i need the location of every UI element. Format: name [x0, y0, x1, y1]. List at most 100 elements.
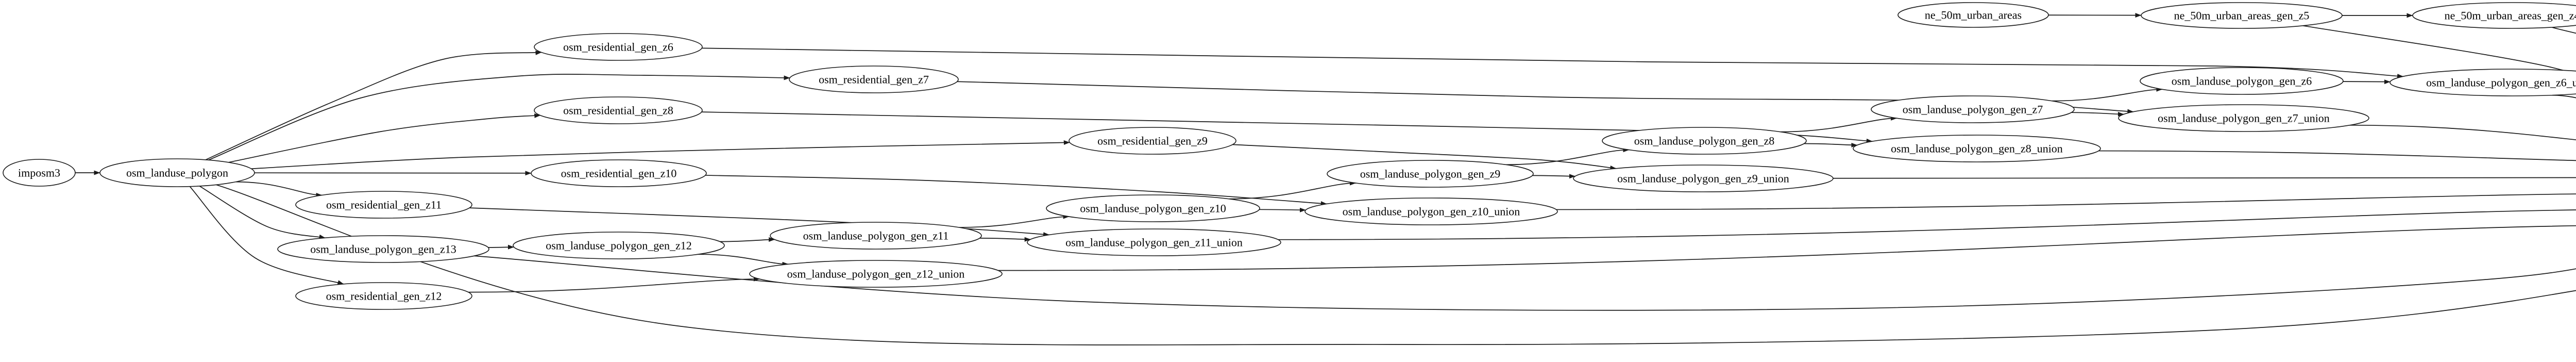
node-ellipse-osm_residential_gen_z10 — [531, 159, 707, 187]
node-label-osm_landuse_polygon_gen_z11: osm_landuse_polygon_gen_z11 — [803, 229, 949, 242]
edge-osm_landuse_polygon_gen_z9-to-osm_landuse_polygon_gen_z8 — [1505, 147, 1630, 166]
node-ellipse-ne_50m_urban_areas_gen_z4 — [2412, 2, 2576, 29]
node-osm_landuse_polygon_gen_z11: osm_landuse_polygon_gen_z11 — [770, 222, 982, 250]
edge-osm_landuse_polygon_gen_z6_union-to-layer_landuse-z6 — [2551, 94, 2576, 98]
edge-ne_50m_urban_areas_gen_z5-to-layer_landuse-z5 — [2302, 25, 2576, 75]
node-ne_50m_urban_areas_gen_z5: ne_50m_urban_areas_gen_z5 — [2141, 2, 2343, 29]
node-label-osm_landuse_polygon_gen_z8_union: osm_landuse_polygon_gen_z8_union — [1891, 142, 2063, 155]
edge-osm_landuse_polygon_gen_z9_union-to-layer_landuse-z9 — [1833, 177, 2576, 179]
node-ellipse-osm_residential_gen_z11 — [295, 191, 472, 219]
edge-osm_landuse_polygon_gen_z9-to-osm_landuse_polygon_gen_z9_union — [1532, 174, 1576, 179]
node-osm_landuse_polygon_gen_z13: osm_landuse_polygon_gen_z13 — [277, 235, 489, 263]
node-ellipse-osm_landuse_polygon_gen_z8_union — [1853, 135, 2101, 162]
edge-osm_landuse_polygon-to-osm_residential_gen_z6 — [205, 50, 542, 160]
node-label-osm_landuse_polygon_gen_z7: osm_landuse_polygon_gen_z7 — [1903, 103, 2043, 116]
node-osm_landuse_polygon_gen_z6_union: osm_landuse_polygon_gen_z6_union — [2389, 69, 2576, 96]
edge-osm_landuse_polygon_gen_z10_union-to-layer_landuse-z10 — [1555, 193, 2576, 210]
node-ellipse-imposm3 — [3, 159, 76, 187]
node-ellipse-osm_landuse_polygon_gen_z7 — [1871, 95, 2075, 123]
node-label-osm_landuse_polygon_gen_z8: osm_landuse_polygon_gen_z8 — [1634, 135, 1775, 147]
node-osm_landuse_polygon_gen_z8: osm_landuse_polygon_gen_z8 — [1602, 127, 1807, 155]
node-label-osm_landuse_polygon_gen_z13: osm_landuse_polygon_gen_z13 — [310, 243, 456, 256]
node-osm_landuse_polygon_gen_z8_union: osm_landuse_polygon_gen_z8_union — [1853, 135, 2101, 162]
edge-osm_landuse_polygon-to-layer_landuse-z14+ — [215, 184, 2576, 345]
node-osm_residential_gen_z9: osm_residential_gen_z9 — [1069, 127, 1236, 155]
node-osm_landuse_polygon_gen_z7: osm_landuse_polygon_gen_z7 — [1871, 95, 2075, 123]
edge-osm_landuse_polygon_gen_z11-to-osm_landuse_polygon_gen_z10 — [959, 214, 1070, 228]
edge-osm_residential_gen_z10-to-osm_landuse_polygon_gen_z10_union — [705, 175, 1328, 206]
node-ellipse-osm_landuse_polygon_gen_z7_union — [2118, 104, 2369, 132]
node-label-ne_50m_urban_areas: ne_50m_urban_areas — [1925, 9, 2022, 22]
node-osm_landuse_polygon_gen_z9_union: osm_landuse_polygon_gen_z9_union — [1573, 164, 1834, 192]
node-ellipse-osm_landuse_polygon_gen_z11 — [770, 222, 982, 250]
node-label-osm_residential_gen_z7: osm_residential_gen_z7 — [819, 73, 929, 86]
node-label-imposm3: imposm3 — [18, 167, 60, 179]
node-osm_landuse_polygon_gen_z12_union: osm_landuse_polygon_gen_z12_union — [749, 260, 1003, 288]
node-osm_landuse_polygon_gen_z7_union: osm_landuse_polygon_gen_z7_union — [2118, 104, 2369, 132]
node-label-ne_50m_urban_areas_gen_z4: ne_50m_urban_areas_gen_z4 — [2445, 9, 2576, 22]
edge-osm_landuse_polygon_gen_z7_union-to-layer_landuse-z7 — [2349, 124, 2576, 140]
node-ellipse-osm_landuse_polygon_gen_z9 — [1327, 160, 1534, 188]
node-label-osm_residential_gen_z12: osm_residential_gen_z12 — [326, 290, 442, 303]
edge-osm_residential_gen_z9-to-osm_landuse_polygon_gen_z9_union — [1232, 144, 1617, 170]
node-label-osm_residential_gen_z8: osm_residential_gen_z8 — [563, 104, 673, 117]
node-osm_landuse_polygon: osm_landuse_polygon — [99, 158, 255, 187]
node-ellipse-osm_landuse_polygon_gen_z9_union — [1573, 164, 1834, 192]
node-ellipse-osm_landuse_polygon — [99, 158, 255, 187]
node-label-osm_landuse_polygon_gen_z12: osm_landuse_polygon_gen_z12 — [546, 239, 692, 252]
edge-osm_landuse_polygon_gen_z8-to-osm_landuse_polygon_gen_z8_union — [1803, 142, 1858, 147]
node-ellipse-osm_residential_gen_z9 — [1069, 127, 1236, 155]
edge-osm_residential_gen_z6-to-osm_landuse_polygon_gen_z6_union — [701, 47, 2404, 79]
node-osm_residential_gen_z6: osm_residential_gen_z6 — [534, 33, 703, 61]
edge-osm_landuse_polygon_gen_z11_union-to-layer_landuse-z11 — [1277, 209, 2576, 240]
node-ne_50m_urban_areas_gen_z4: ne_50m_urban_areas_gen_z4 — [2412, 2, 2576, 29]
edge-osm_landuse_polygon_gen_z6-to-osm_landuse_polygon_gen_z6_union — [2342, 79, 2391, 85]
edge-osm_landuse_polygon_gen_z10-to-osm_landuse_polygon_gen_z10_union — [1259, 207, 1307, 212]
node-label-osm_landuse_polygon_gen_z9: osm_landuse_polygon_gen_z9 — [1360, 168, 1501, 180]
nodes-layer: imposm3 osm_landuse_polygon osm_residentia… — [3, 2, 2576, 310]
edge-osm_landuse_polygon_gen_z8_union-to-layer_landuse-z8 — [2098, 150, 2576, 161]
edge-osm_residential_gen_z12-to-osm_landuse_polygon_gen_z12_union — [468, 276, 760, 293]
node-ellipse-osm_residential_gen_z6 — [534, 33, 703, 61]
node-label-osm_landuse_polygon_gen_z12_union: osm_landuse_polygon_gen_z12_union — [787, 268, 965, 281]
node-osm_landuse_polygon_gen_z10: osm_landuse_polygon_gen_z10 — [1046, 194, 1260, 222]
node-label-osm_residential_gen_z11: osm_residential_gen_z11 — [326, 199, 442, 211]
node-label-osm_landuse_polygon_gen_z9_union: osm_landuse_polygon_gen_z9_union — [1617, 172, 1789, 185]
edge-osm_residential_gen_z11-to-osm_landuse_polygon_gen_z11_union — [469, 207, 1050, 237]
edge-osm_landuse_polygon-to-osm_residential_gen_z7 — [208, 74, 790, 161]
node-osm_residential_gen_z8: osm_residential_gen_z8 — [534, 96, 703, 124]
node-label-osm_landuse_polygon_gen_z7_union: osm_landuse_polygon_gen_z7_union — [2158, 112, 2330, 125]
node-osm_residential_gen_z10: osm_residential_gen_z10 — [531, 159, 707, 187]
edge-osm_landuse_polygon_gen_z8-to-osm_landuse_polygon_gen_z7 — [1780, 116, 1897, 133]
node-osm_landuse_polygon_gen_z12: osm_landuse_polygon_gen_z12 — [513, 232, 725, 259]
node-ellipse-osm_landuse_polygon_gen_z6 — [2140, 67, 2344, 95]
edge-osm_landuse_polygon_gen_z12_union-to-layer_landuse-z12 — [997, 225, 2576, 271]
edge-osm_landuse_polygon_gen_z11-to-osm_landuse_polygon_gen_z11_union — [979, 237, 1031, 242]
edge-osm_landuse_polygon-to-osm_residential_gen_z12 — [189, 186, 344, 285]
node-ellipse-osm_landuse_polygon_gen_z10_union — [1304, 198, 1558, 225]
node-label-osm_landuse_polygon_gen_z6: osm_landuse_polygon_gen_z6 — [2172, 75, 2312, 88]
edge-osm_landuse_polygon-to-osm_residential_gen_z11 — [235, 181, 323, 198]
edge-osm_landuse_polygon_gen_z12-to-osm_landuse_polygon_gen_z12_union — [698, 254, 789, 267]
node-ellipse-osm_landuse_polygon_gen_z12_union — [749, 260, 1003, 288]
edge-osm_landuse_polygon_gen_z12-to-osm_landuse_polygon_gen_z11 — [719, 237, 775, 242]
node-label-osm_landuse_polygon_gen_z6_union: osm_landuse_polygon_gen_z6_union — [2426, 76, 2576, 89]
node-ellipse-osm_landuse_polygon_gen_z13 — [277, 235, 489, 263]
node-label-osm_landuse_polygon_gen_z11_union: osm_landuse_polygon_gen_z11_union — [1065, 236, 1243, 249]
node-ellipse-osm_landuse_polygon_gen_z6_union — [2389, 69, 2576, 96]
node-ellipse-ne_50m_urban_areas — [1897, 2, 2049, 28]
node-ellipse-ne_50m_urban_areas_gen_z5 — [2141, 2, 2343, 29]
node-osm_residential_gen_z7: osm_residential_gen_z7 — [789, 65, 959, 93]
node-ellipse-osm_landuse_polygon_gen_z11_union — [1027, 228, 1281, 256]
node-osm_residential_gen_z11: osm_residential_gen_z11 — [295, 191, 472, 219]
node-label-osm_residential_gen_z9: osm_residential_gen_z9 — [1097, 135, 1208, 147]
node-label-osm_residential_gen_z10: osm_residential_gen_z10 — [561, 167, 677, 180]
edge-osm_landuse_polygon-to-osm_residential_gen_z8 — [228, 113, 541, 163]
node-ellipse-osm_landuse_polygon_gen_z12 — [513, 232, 725, 259]
edge-osm_landuse_polygon_gen_z7-to-osm_landuse_polygon_gen_z7_union — [2071, 111, 2125, 117]
node-osm_landuse_polygon_gen_z10_union: osm_landuse_polygon_gen_z10_union — [1304, 198, 1558, 225]
node-osm_landuse_polygon_gen_z9: osm_landuse_polygon_gen_z9 — [1327, 160, 1534, 188]
node-osm_landuse_polygon_gen_z11_union: osm_landuse_polygon_gen_z11_union — [1027, 228, 1281, 256]
node-label-osm_landuse_polygon_gen_z10: osm_landuse_polygon_gen_z10 — [1080, 202, 1226, 215]
node-label-osm_landuse_polygon_gen_z10_union: osm_landuse_polygon_gen_z10_union — [1343, 205, 1520, 218]
